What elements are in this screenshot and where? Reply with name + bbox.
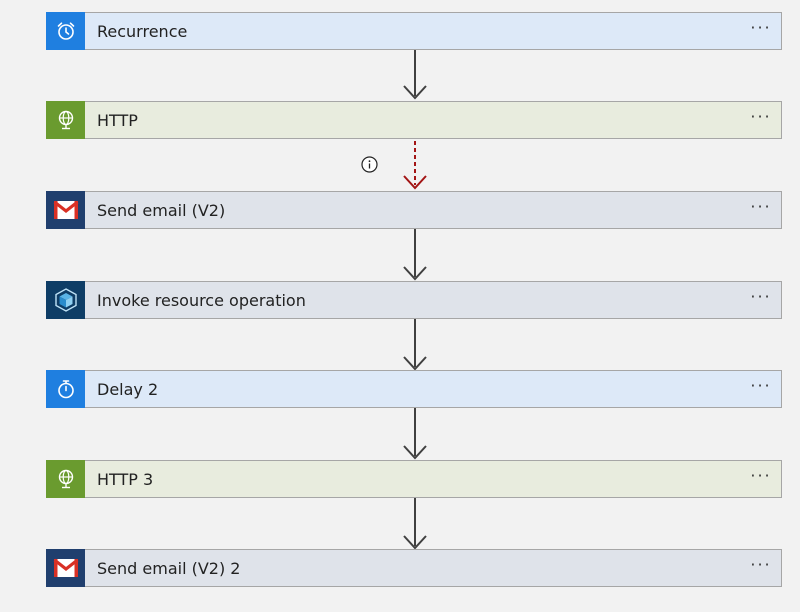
step-label: Delay 2 — [97, 379, 159, 399]
step-label: Recurrence — [97, 21, 188, 41]
connector-arrow — [403, 498, 427, 550]
step-label: Send email (V2) 2 — [97, 558, 241, 578]
step-label: HTTP — [97, 110, 138, 130]
step-label: Invoke resource operation — [97, 290, 306, 310]
step-label: Send email (V2) — [97, 200, 226, 220]
connector-arrow-failed — [403, 141, 427, 190]
step-recurrence[interactable]: Recurrence ··· — [46, 11, 782, 50]
globe-icon — [46, 459, 85, 498]
globe-icon — [46, 100, 85, 139]
step-send-email[interactable]: Send email (V2) ··· — [46, 190, 782, 229]
more-options-button[interactable]: ··· — [750, 287, 772, 306]
step-label: HTTP 3 — [97, 469, 154, 489]
connector-arrow — [403, 408, 427, 460]
gmail-icon — [46, 190, 85, 229]
gmail-icon — [46, 548, 85, 587]
timer-icon — [46, 369, 85, 408]
connector-arrow — [403, 319, 427, 371]
more-options-button[interactable]: ··· — [750, 197, 772, 216]
connector-arrow — [403, 229, 427, 281]
step-send-email-2[interactable]: Send email (V2) 2 ··· — [46, 548, 782, 587]
more-options-button[interactable]: ··· — [750, 555, 772, 574]
step-http-3[interactable]: HTTP 3 ··· — [46, 459, 782, 498]
more-options-button[interactable]: ··· — [750, 107, 772, 126]
more-options-button[interactable]: ··· — [750, 376, 772, 395]
connector-arrow — [403, 50, 427, 100]
more-options-button[interactable]: ··· — [750, 466, 772, 485]
cube-icon — [46, 280, 85, 319]
step-http[interactable]: HTTP ··· — [46, 100, 782, 139]
step-delay[interactable]: Delay 2 ··· — [46, 369, 782, 408]
alarm-clock-icon — [46, 11, 85, 50]
more-options-button[interactable]: ··· — [750, 18, 772, 37]
info-icon[interactable] — [361, 156, 378, 173]
step-invoke-resource-operation[interactable]: Invoke resource operation ··· — [46, 280, 782, 319]
